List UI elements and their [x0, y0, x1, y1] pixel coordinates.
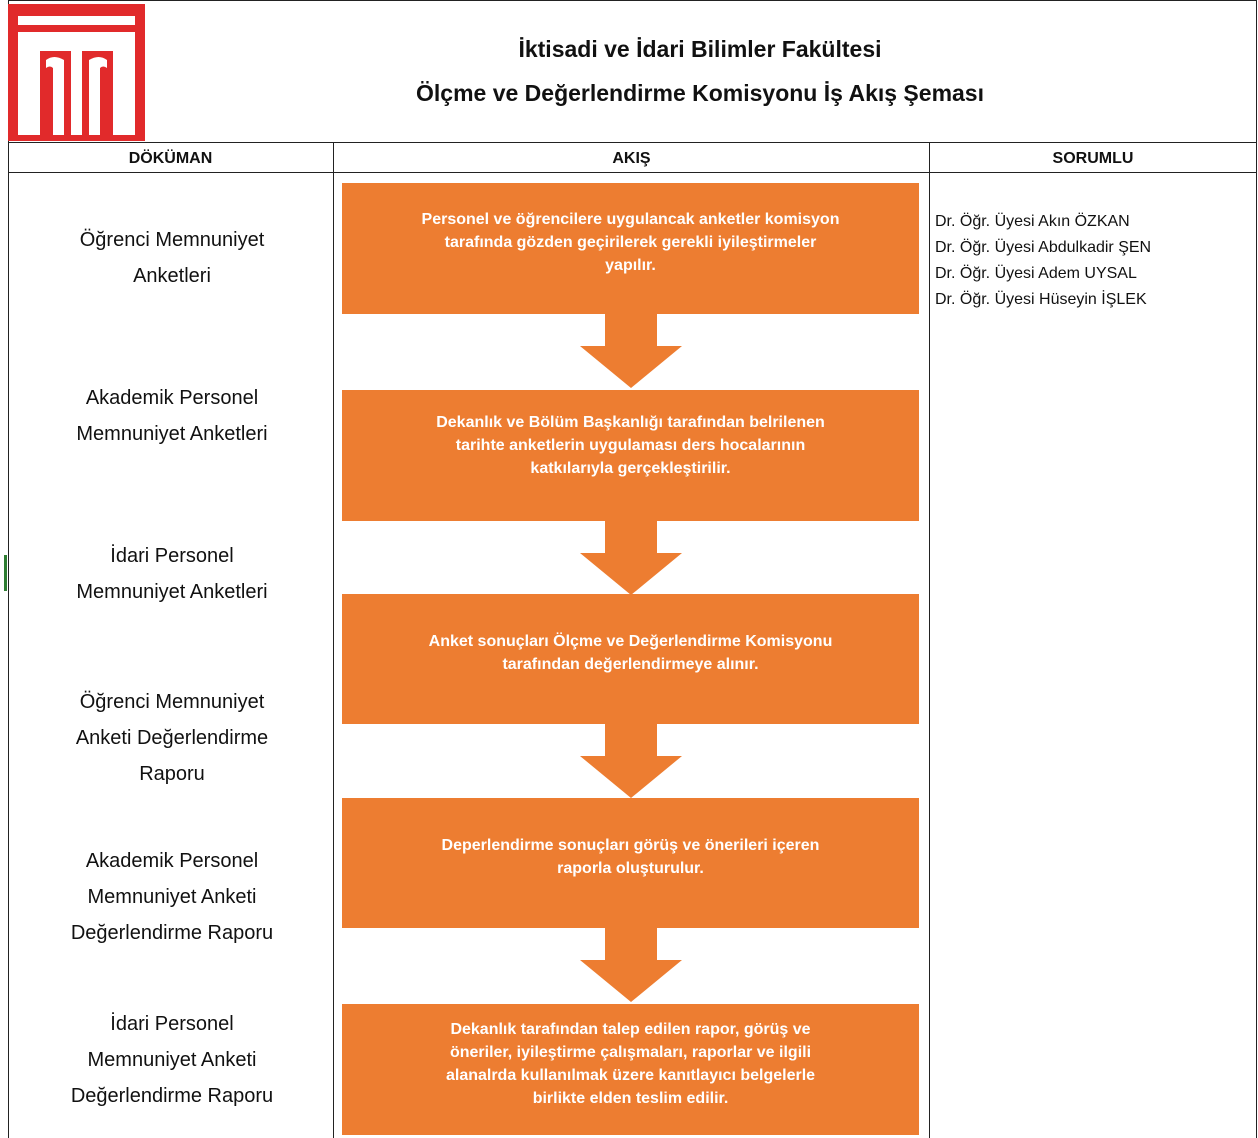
- document-item: İdari Personel Memnuniyet Anketleri: [14, 538, 330, 610]
- header-divider: [8, 142, 1257, 143]
- down-arrow-icon: [580, 312, 682, 388]
- flow-step-4: Deperlendirme sonuçları görüş ve önerile…: [342, 798, 919, 928]
- table-border-top: [8, 0, 1257, 1]
- document-item: Öğrenci Memnuniyet Anketleri: [14, 222, 330, 294]
- flow-step-line: tarafında gözden geçirilerek gerekli iyi…: [444, 234, 817, 251]
- responsible-person: Dr. Öğr. Üyesi Adem UYSAL: [935, 265, 1137, 282]
- document-line: Öğrenci Memnuniyet: [79, 229, 265, 251]
- down-arrow-icon: [580, 519, 682, 595]
- flow-step-line: birlikte elden teslim edilir.: [532, 1090, 729, 1107]
- flow-step-line: tarihte anketlerin uygulaması ders hocal…: [455, 437, 806, 454]
- flow-step-line: Dekanlık tarafından talep edilen rapor, …: [450, 1021, 811, 1038]
- responsible-person: Dr. Öğr. Üyesi Hüseyin İŞLEK: [935, 291, 1147, 308]
- flow-step-3: Anket sonuçları Ölçme ve Değerlendirme K…: [342, 594, 919, 724]
- document-line: Anketleri: [133, 265, 211, 287]
- column-header-responsible: SORUMLU: [1052, 150, 1134, 167]
- document-item: Akademik Personel Memnuniyet Anketleri: [14, 380, 330, 452]
- responsible-person: Dr. Öğr. Üyesi Abdulkadir ŞEN: [935, 239, 1152, 256]
- flow-step-line: öneriler, iyileştirme çalışmaları, rapor…: [449, 1044, 812, 1061]
- flow-step-5: Dekanlık tarafından talep edilen rapor, …: [342, 1004, 919, 1135]
- document-line: Değerlendirme Raporu: [70, 922, 274, 944]
- flow-step-line: Personel ve öğrencilere uygulancak anket…: [421, 211, 840, 228]
- flow-step-line: raporla oluşturulur.: [557, 860, 704, 877]
- document-line: Memnuniyet Anketi: [87, 886, 257, 908]
- column-header-document: DÖKÜMAN: [128, 150, 213, 167]
- document-line: Memnuniyet Anketi: [87, 1049, 257, 1071]
- document-line: İdari Personel: [110, 1013, 234, 1035]
- university-logo: [8, 4, 145, 141]
- document-line: Öğrenci Memnuniyet: [79, 691, 265, 713]
- document-line: Raporu: [139, 763, 205, 785]
- column-header-flow: AKIŞ: [612, 150, 651, 167]
- document-item: Öğrenci Memnuniyet Anketi Değerlendirme …: [14, 684, 330, 792]
- flow-step-line: alanalrda kullanılmak üzere kanıtlayıcı …: [445, 1067, 816, 1084]
- table-border-right: [1256, 0, 1257, 1138]
- document-line: Memnuniyet Anketleri: [76, 423, 268, 445]
- responsible-list: Dr. Öğr. Üyesi Akın ÖZKAN Dr. Öğr. Üyesi…: [935, 209, 1255, 313]
- document-item: İdari Personel Memnuniyet Anketi Değerle…: [14, 1006, 330, 1114]
- document-line: İdari Personel: [110, 545, 234, 567]
- diagram-title: Ölçme ve Değerlendirme Komisyonu İş Akış…: [416, 80, 984, 106]
- flow-step-line: Dekanlık ve Bölüm Başkanlığı tarafından …: [436, 414, 825, 431]
- document-line: Akademik Personel: [85, 387, 259, 409]
- flow-step-line: tarafından değerlendirmeye alınır.: [502, 656, 759, 673]
- table-border-left: [8, 0, 9, 1138]
- flow-step-line: Deperlendirme sonuçları görüş ve önerile…: [441, 837, 820, 854]
- faculty-title: İktisadi ve İdari Bilimler Fakültesi: [518, 36, 882, 62]
- document-line: Değerlendirme Raporu: [70, 1085, 274, 1107]
- document-line: Memnuniyet Anketleri: [76, 581, 268, 603]
- sheet-edge-marker: [4, 555, 7, 591]
- university-monogram-logo-icon: [8, 4, 145, 141]
- column-divider-doc-flow: [333, 142, 334, 1138]
- flow-step-line: yapılır.: [605, 257, 656, 274]
- column-divider-flow-resp: [929, 142, 930, 1138]
- column-header-divider: [8, 172, 1257, 173]
- responsible-person: Dr. Öğr. Üyesi Akın ÖZKAN: [935, 213, 1130, 230]
- down-arrow-icon: [580, 722, 682, 798]
- flow-step-line: katkılarıyla gerçekleştirilir.: [530, 460, 731, 477]
- flow-step-1: Personel ve öğrencilere uygulancak anket…: [342, 183, 919, 314]
- document-line: Akademik Personel: [85, 850, 259, 872]
- document-item: Akademik Personel Memnuniyet Anketi Değe…: [14, 843, 330, 951]
- flow-step-line: Anket sonuçları Ölçme ve Değerlendirme K…: [428, 633, 833, 650]
- down-arrow-icon: [580, 926, 682, 1002]
- flow-step-2: Dekanlık ve Bölüm Başkanlığı tarafından …: [342, 390, 919, 521]
- document-line: Anketi Değerlendirme: [75, 727, 269, 749]
